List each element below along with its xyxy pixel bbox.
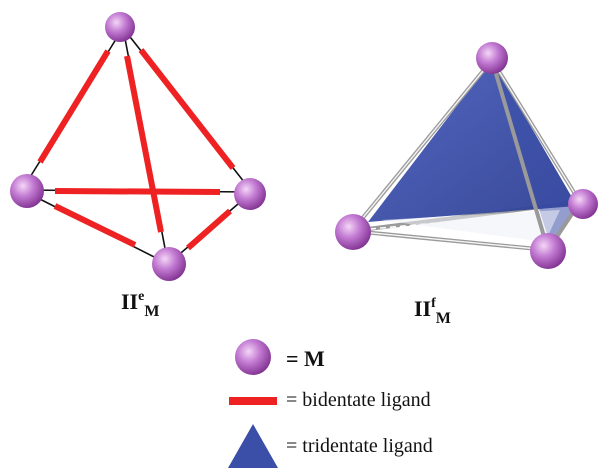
label-subscript: M xyxy=(144,303,159,320)
frame-edge-inner xyxy=(491,59,581,203)
bidentate-bar-top-right xyxy=(138,48,236,170)
frame-edge xyxy=(490,59,550,251)
metal-centers xyxy=(10,12,266,281)
blue-triangle-icon xyxy=(228,424,278,468)
bidentate-bar-top-left xyxy=(37,49,111,164)
metal-sphere-icon xyxy=(530,233,566,269)
bidentate-bar-top-bottom xyxy=(124,55,164,233)
red-bar-icon xyxy=(229,397,277,405)
metal-sphere-icon xyxy=(234,178,266,210)
label-main: II xyxy=(121,289,138,314)
figure-tridentate-tetrahedron xyxy=(335,42,598,269)
label-superscript: e xyxy=(138,289,144,304)
metal-sphere-icon xyxy=(152,247,186,281)
bidentate-bar-left-bottom xyxy=(53,203,137,248)
legend-metal-text: = M xyxy=(286,346,325,371)
metal-sphere-icon xyxy=(235,339,271,375)
bidentate-bar-left-right xyxy=(54,188,221,195)
metal-sphere-icon xyxy=(568,189,598,219)
legend-item-tridentate: = tridentate ligand xyxy=(228,424,433,468)
metal-sphere-icon xyxy=(10,174,44,208)
metal-sphere-icon xyxy=(335,214,371,250)
face-highlight xyxy=(380,210,560,242)
tridentate-face xyxy=(368,60,577,222)
figure-label-right: IIfM xyxy=(414,296,451,327)
frame-edge-inner xyxy=(351,230,549,251)
legend-bidentate-text: = bidentate ligand xyxy=(286,389,431,411)
figure-bidentate-tetrahedron xyxy=(10,12,266,281)
tridentate-face-side xyxy=(492,60,577,250)
legend-item-bidentate: = bidentate ligand xyxy=(229,389,431,411)
label-superscript: f xyxy=(431,296,436,311)
metal-sphere-icon xyxy=(476,42,508,74)
frame-edge-inner xyxy=(351,59,493,232)
metal-sphere-icon xyxy=(105,12,135,42)
legend-item-metal: = M xyxy=(235,339,325,375)
label-main: II xyxy=(414,296,431,321)
bidentate-ligands xyxy=(37,48,236,251)
frame-edges-inner xyxy=(351,59,581,251)
label-subscript: M xyxy=(436,310,451,327)
metal-centers xyxy=(335,42,598,269)
legend: = M = bidentate ligand = tridentate liga… xyxy=(228,339,433,468)
bidentate-bar-right-bottom xyxy=(186,208,232,251)
legend-tridentate-text: = tridentate ligand xyxy=(286,435,433,457)
figure-label-left: IIeM xyxy=(121,289,159,320)
